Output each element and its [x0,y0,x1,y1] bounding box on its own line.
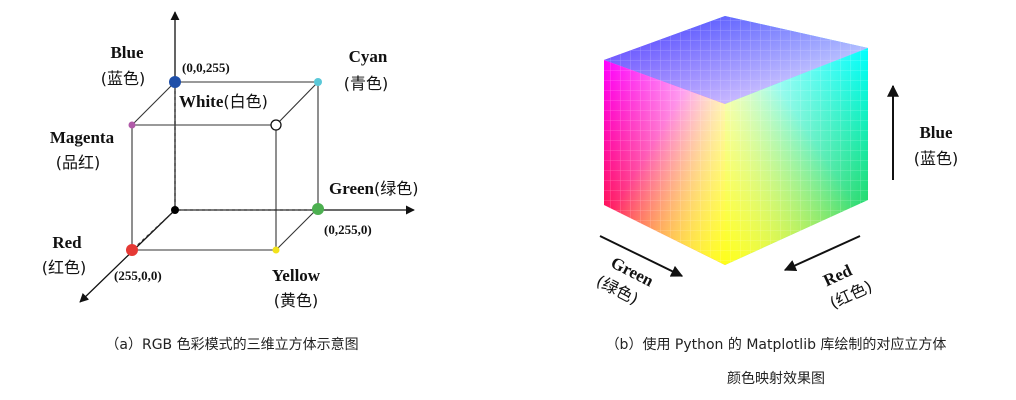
label-cube-red-group: Red (红色) [820,260,875,312]
vertex-green [312,203,324,215]
label-magenta-zh: (品红) [56,153,101,172]
caption-b-line1: （b）使用 Python 的 Matplotlib 库绘制的对应立方体 [606,336,947,353]
cube-edges [131,81,319,251]
coord-green: (0,255,0) [324,222,372,237]
label-cube-blue: Blue [919,123,953,142]
label-cube-blue-zh: (蓝色) [914,149,959,168]
vertex-yellow [272,246,280,254]
label-cyan-zh: (青色) [344,74,389,93]
coord-red: (255,0,0) [114,268,162,283]
cube-hidden-edges [131,82,318,251]
caption-b-line2: 颜色映射效果图 [727,370,825,387]
vertex-magenta [128,121,136,129]
label-yellow: Yellow [272,266,321,285]
label-red: Red [52,233,82,252]
label-blue: Blue [110,43,144,62]
axis-red [79,209,176,303]
label-red-zh: (红色) [42,258,87,277]
cube-right-face [725,48,868,265]
label-cyan: Cyan [349,47,388,66]
matplotlib-color-cube: Blue (蓝色) Green (绿色) Red (红色) （b）使用 Pyth… [593,16,958,387]
vertex-blue [169,76,181,88]
arrow-red [783,235,861,272]
rgb-cube-schematic: Blue (蓝色) (0,0,255) Cyan (青色) White(白色) … [42,11,419,353]
vertex-black [171,206,179,214]
coord-blue: (0,0,255) [182,60,230,75]
label-blue-zh: (蓝色) [101,69,146,88]
vertex-cyan [314,78,322,86]
caption-a: （a）RGB 色彩模式的三维立方体示意图 [105,336,358,353]
vertex-red [126,244,138,256]
label-white: White(白色) [179,92,268,111]
label-yellow-zh: (黄色) [274,291,319,310]
label-green: Green(绿色) [329,179,419,198]
label-magenta: Magenta [50,128,115,147]
arrow-green [599,235,684,277]
cube-left-face [604,60,725,265]
cube-top-face [604,16,868,104]
vertex-white [270,119,282,131]
